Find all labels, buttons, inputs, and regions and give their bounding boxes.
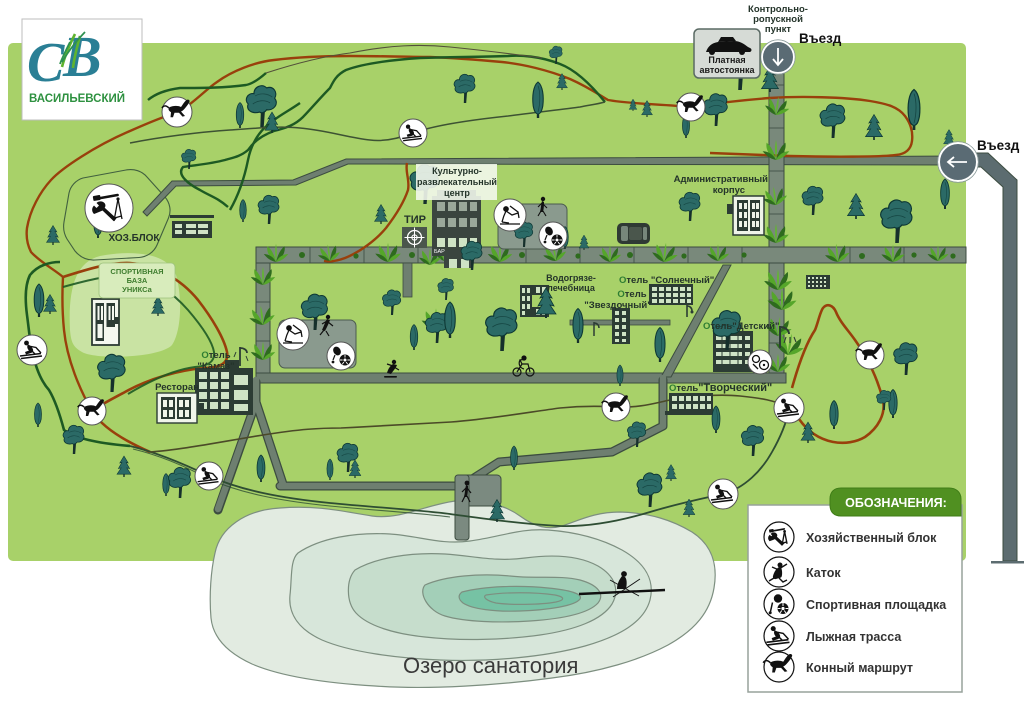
svg-text:БАР: БАР (434, 249, 445, 255)
svg-text:В: В (62, 24, 102, 89)
svg-text:Культурно-: Культурно- (432, 166, 482, 176)
svg-text:Отель: Отель (617, 289, 646, 300)
svg-text:Хозяйственный блок: Хозяйственный блок (806, 531, 937, 545)
svg-text:автостоянка: автостоянка (700, 65, 756, 75)
svg-text:пункт: пункт (765, 24, 792, 35)
svg-text:лечебница: лечебница (547, 283, 596, 293)
svg-text:Платная: Платная (708, 55, 745, 65)
svg-text:ХОЗ.БЛОК: ХОЗ.БЛОК (108, 233, 160, 244)
svg-text:Спортивная площадка: Спортивная площадка (806, 598, 947, 612)
svg-text:Отель"Детский": Отель"Детский" (703, 321, 780, 332)
svg-text:Озеро санатория: Озеро санатория (403, 653, 578, 678)
svg-text:центр: центр (444, 188, 470, 198)
svg-text:Ресторан: Ресторан (155, 382, 199, 393)
svg-text:Отель "Солнечный": Отель "Солнечный" (619, 275, 714, 286)
svg-text:ропускной: ропускной (753, 14, 803, 25)
svg-text:"Звездочный": "Звездочный" (584, 300, 651, 311)
svg-text:ВАСИЛЬЕВСКИЙ: ВАСИЛЬЕВСКИЙ (29, 92, 125, 105)
svg-text:ТИР: ТИР (404, 214, 426, 226)
svg-text:СПОРТИВНАЯ: СПОРТИВНАЯ (110, 267, 163, 276)
svg-text:ОБОЗНАЧЕНИЯ:: ОБОЗНАЧЕНИЯ: (845, 496, 947, 510)
svg-text:Лыжная трасса: Лыжная трасса (806, 630, 902, 644)
svg-text:БАЗА: БАЗА (127, 276, 148, 285)
svg-text:Водогрязе-: Водогрязе- (546, 273, 596, 283)
svg-text:УНИКСа: УНИКСа (122, 285, 152, 294)
svg-text:Каток: Каток (806, 566, 841, 580)
svg-text:Конный маршрут: Конный маршрут (806, 661, 913, 675)
svg-text:развлекательный: развлекательный (417, 177, 497, 187)
svg-text:корпус: корпус (713, 185, 745, 196)
svg-text:Отель"Творческий": Отель"Творческий" (669, 382, 772, 394)
svg-text:Отель: Отель (201, 350, 230, 361)
svg-text:Въезд: Въезд (977, 138, 1020, 153)
svg-text:"Камаз": "Камаз" (197, 361, 234, 372)
svg-text:Административный: Административный (674, 174, 769, 185)
svg-text:Контрольно-: Контрольно- (748, 4, 808, 15)
svg-text:Въезд: Въезд (799, 31, 842, 46)
svg-text:С: С (27, 32, 65, 94)
